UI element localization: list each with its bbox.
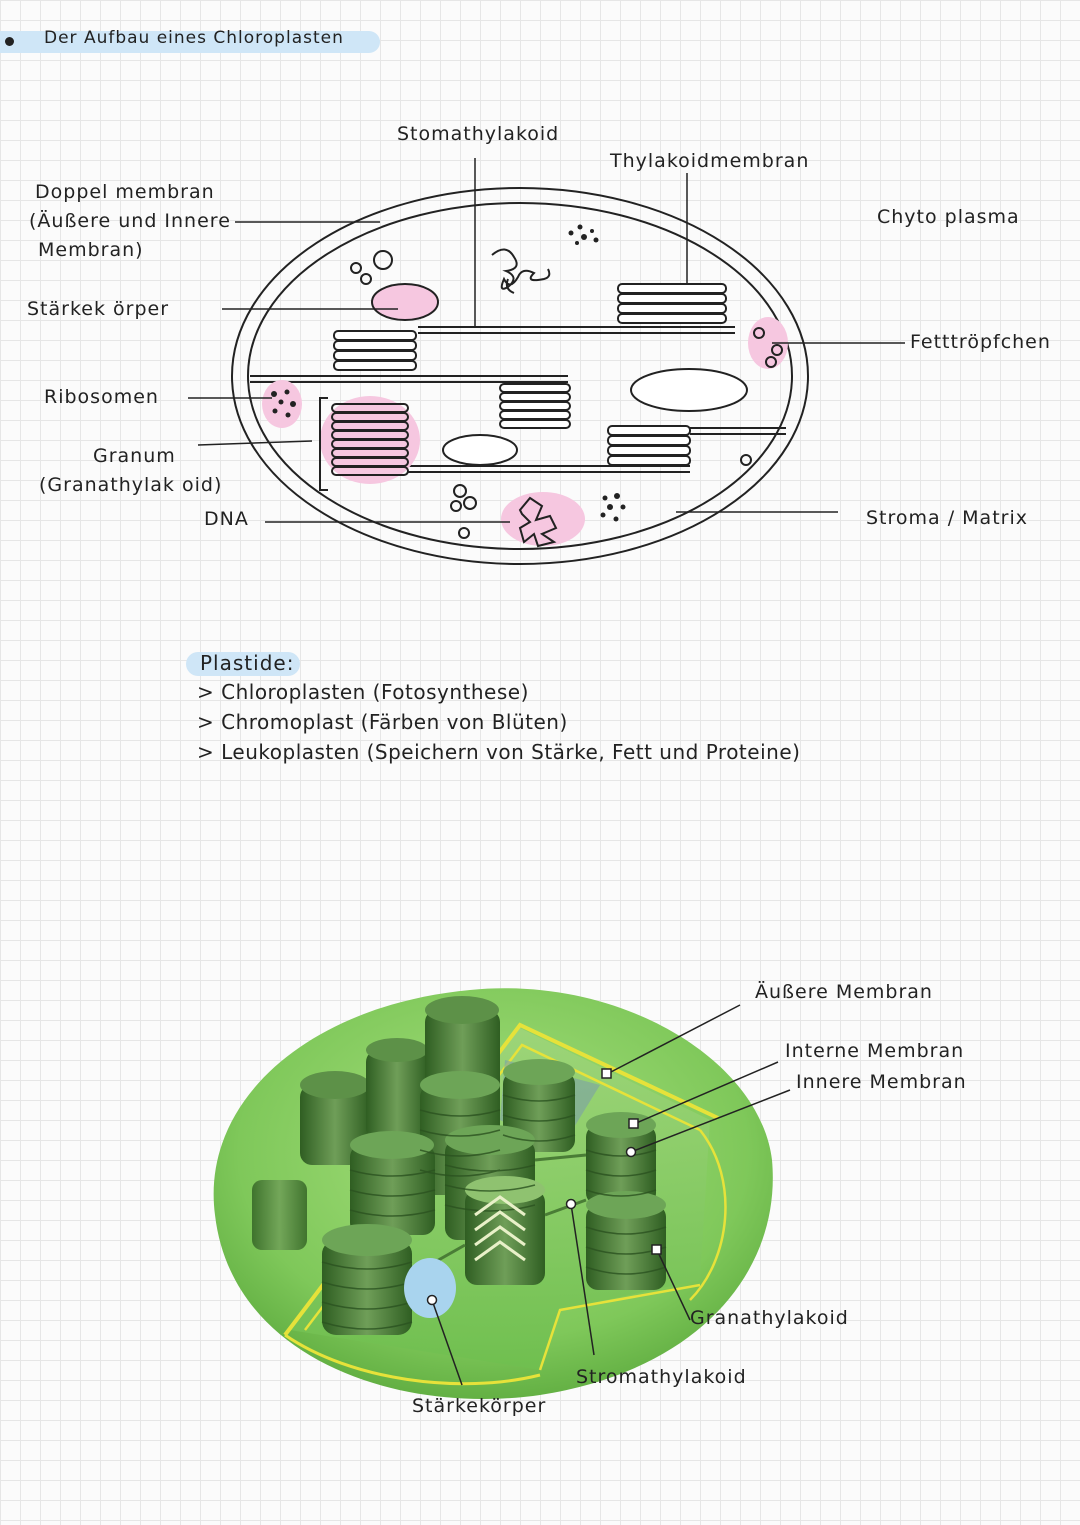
plastide-item-leukoplasten: > Leukoplasten (Speichern von Stärke, Fe… xyxy=(197,740,801,764)
label-doppelmembran-2: (Äußere und Innere xyxy=(29,210,231,232)
granum-stack-top-right xyxy=(617,283,727,324)
label-dna: DNA xyxy=(204,508,249,530)
label-doppelmembran-3: Membran) xyxy=(38,239,144,261)
plastide-highlight xyxy=(186,652,300,676)
plastide-list: > Chloroplasten (Fotosynthese) > Chromop… xyxy=(197,677,800,767)
label-aeussere-membran: Äußere Membran xyxy=(755,981,933,1003)
label-ribosomen: Ribosomen xyxy=(44,386,159,408)
granum-stack-left-highlighted xyxy=(319,397,409,491)
starch-grain xyxy=(404,1258,456,1318)
label-fetttroepfchen: Fetttröpfchen xyxy=(910,331,1051,353)
ribosome-dots xyxy=(271,224,626,522)
dna-squiggle-bottom xyxy=(518,496,558,548)
label-stromathylakoid: Stromathylakoid xyxy=(576,1366,747,1388)
header-highlight xyxy=(0,31,380,53)
label-staerkekoerper-1: Stärkek örper xyxy=(27,298,170,320)
bullet-icon xyxy=(5,37,14,46)
starch-body-pink xyxy=(371,283,439,321)
page-title: Der Aufbau eines Chloroplasten xyxy=(44,28,344,48)
label-innere-membran: Innere Membran xyxy=(796,1071,967,1093)
dna-squiggle-top xyxy=(491,248,551,294)
label-interne-membran: Interne Membran xyxy=(785,1040,965,1062)
inner-membrane xyxy=(247,202,793,550)
label-staerkekoerper-2: Stärkekörper xyxy=(412,1395,547,1417)
label-granum-1: Granum xyxy=(93,445,176,467)
granum-stack-top-left xyxy=(333,330,417,371)
plastide-item-chloroplasten: > Chloroplasten (Fotosynthese) xyxy=(197,680,529,704)
starch-body-center xyxy=(442,434,518,466)
label-doppelmembran-1: Doppel membran xyxy=(35,181,215,203)
outer-membrane xyxy=(231,187,809,565)
label-granum-2: (Granathylak oid) xyxy=(39,474,223,496)
starch-body-right xyxy=(630,368,748,412)
plastide-item-chromoplast: > Chromoplast (Färben von Blüten) xyxy=(197,710,568,734)
label-chytoplasma: Chyto plasma xyxy=(877,206,1020,228)
lipid-droplet xyxy=(753,327,783,368)
label-thylakoidmembran: Thylakoidmembran xyxy=(610,150,810,172)
label-stomathylakoid: Stomathylakoid xyxy=(397,123,560,145)
plastide-title: Plastide: xyxy=(200,651,295,675)
label-granathylakoid: Granathylakoid xyxy=(690,1307,849,1329)
label-stroma: Stroma / Matrix xyxy=(866,507,1028,529)
granum-stack-right xyxy=(607,425,691,466)
granum-stack-center xyxy=(499,383,571,429)
